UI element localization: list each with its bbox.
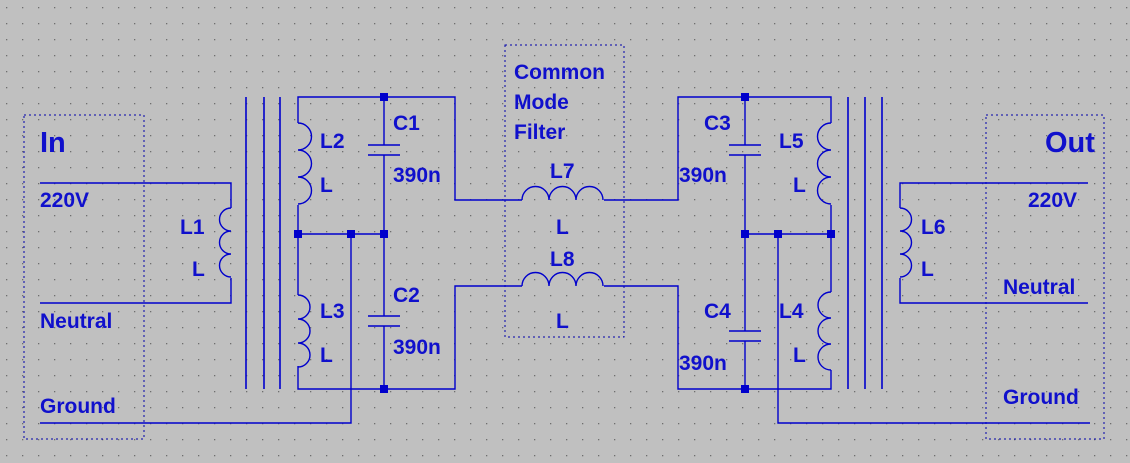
- output-ground-label: Ground: [1003, 386, 1079, 409]
- coil-l3: [297, 294, 311, 368]
- left-transformer-core: [245, 97, 281, 389]
- capacitor-c4-symbol: [729, 330, 761, 342]
- coil-l6: [899, 207, 913, 278]
- capacitor-c2-symbol: [368, 315, 400, 327]
- input-neutral-label: Neutral: [40, 310, 112, 333]
- output-line-label: 220V: [1028, 189, 1077, 212]
- capacitor-c1-symbol: [368, 144, 400, 156]
- wires-left-network: [297, 96, 522, 390]
- l1-value: L: [192, 258, 205, 281]
- coil-l8: [521, 271, 604, 287]
- l5-ref: L5: [779, 130, 804, 153]
- coil-l5: [816, 122, 832, 205]
- c4-value: 390n: [679, 352, 727, 375]
- c3-value: 390n: [679, 164, 727, 187]
- l8-value: L: [556, 310, 569, 333]
- input-ground-label: Ground: [40, 395, 116, 418]
- wires-right-network: [604, 96, 1090, 424]
- cmf-title-line-2: Mode: [514, 91, 569, 114]
- l7-value: L: [556, 216, 569, 239]
- wires-input: [40, 182, 352, 424]
- l1-ref: L1: [180, 216, 205, 239]
- right-transformer-core: [847, 97, 883, 389]
- l4-value: L: [793, 344, 806, 367]
- l8-ref: L8: [550, 248, 575, 271]
- c1-ref: C1: [393, 112, 420, 135]
- l6-ref: L6: [921, 216, 946, 239]
- input-line-label: 220V: [40, 189, 89, 212]
- l3-ref: L3: [320, 300, 345, 323]
- wires-output: [899, 182, 1088, 304]
- input-port-box: [23, 114, 145, 440]
- capacitor-c3-symbol: [729, 144, 761, 156]
- junction-dots: [294, 93, 835, 393]
- output-port-box: [985, 114, 1105, 440]
- l7-ref: L7: [550, 160, 575, 183]
- output-neutral-label: Neutral: [1003, 276, 1075, 299]
- c1-value: 390n: [393, 164, 441, 187]
- cmf-title-line-1: Common: [514, 61, 605, 84]
- l3-value: L: [320, 344, 333, 367]
- c4-ref: C4: [704, 300, 731, 323]
- l2-value: L: [320, 174, 333, 197]
- l2-ref: L2: [320, 130, 345, 153]
- inductor-coils: [218, 122, 913, 371]
- c2-value: 390n: [393, 336, 441, 359]
- l6-value: L: [921, 258, 934, 281]
- coil-l1: [218, 207, 232, 278]
- coil-l2: [297, 122, 313, 205]
- c2-ref: C2: [393, 284, 420, 307]
- coil-l4: [817, 291, 832, 371]
- cmf-title-line-3: Filter: [514, 121, 565, 144]
- l4-ref: L4: [779, 300, 804, 323]
- input-title: In: [40, 127, 66, 159]
- cmf-box: [504, 44, 625, 338]
- l5-value: L: [793, 174, 806, 197]
- output-title: Out: [1045, 127, 1095, 159]
- c3-ref: C3: [704, 112, 731, 135]
- coil-l7: [521, 185, 604, 201]
